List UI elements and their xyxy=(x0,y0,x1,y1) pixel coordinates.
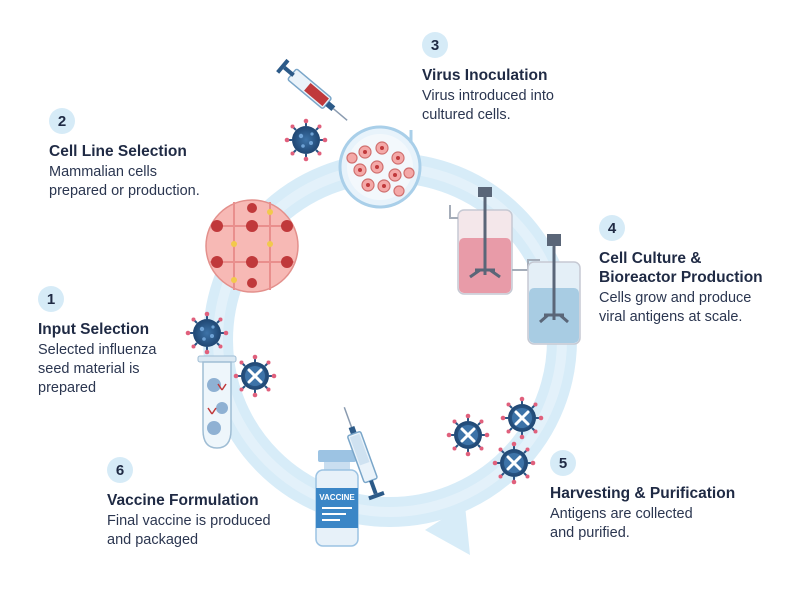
virus-icon xyxy=(283,117,329,163)
petri-dish-icon xyxy=(338,125,422,209)
step-description: Selected influenza seed material is prep… xyxy=(38,342,157,396)
test-tube-icon xyxy=(197,355,237,449)
step-5: 5 Harvesting & Purification Antigens are… xyxy=(550,450,735,543)
step-title: Input Selection xyxy=(38,321,150,338)
vaccine-vial-label: VACCINE xyxy=(319,493,355,502)
step-number-badge: 3 xyxy=(422,32,448,58)
step-description: Virus introduced into cultured cells. xyxy=(422,88,554,123)
step-title: Virus Inoculation xyxy=(422,67,548,84)
vaccine-vial-icon: VACCINE xyxy=(315,450,359,547)
step-title: Cell Line Selection xyxy=(49,143,187,160)
step-title: Cell Culture & Bioreactor Production xyxy=(599,250,763,286)
step-description: Cells grow and produce viral antigens at… xyxy=(599,290,752,325)
step-number-badge: 2 xyxy=(49,108,75,134)
vaccine-syringe-icon xyxy=(343,407,385,501)
neutralized-mark-icon xyxy=(243,364,267,388)
step-description: Antigens are collected and purified. xyxy=(550,506,693,541)
cell-tissue-icon xyxy=(205,199,299,293)
step-title: Vaccine Formulation xyxy=(107,492,259,509)
step-number-badge: 6 xyxy=(107,457,133,483)
step-1: 1 Input Selection Selected influenza see… xyxy=(38,286,157,398)
step-number-badge: 1 xyxy=(38,286,64,312)
virus-icon xyxy=(184,310,230,356)
inoculation-syringe-icon xyxy=(276,58,348,121)
step-number-badge: 4 xyxy=(599,215,625,241)
step-3: 3 Virus Inoculation Virus introduced int… xyxy=(422,32,554,125)
step-4: 4 Cell Culture & Bioreactor Production C… xyxy=(599,215,763,327)
step-description: Final vaccine is produced and packaged xyxy=(107,513,271,548)
step-2: 2 Cell Line Selection Mammalian cells pr… xyxy=(49,108,200,201)
step-description: Mammalian cells prepared or production. xyxy=(49,164,200,199)
bioreactor-icon xyxy=(449,187,581,345)
step-number-badge: 5 xyxy=(550,450,576,476)
step-title: Harvesting & Purification xyxy=(550,485,736,502)
step-6: 6 Vaccine Formulation Final vaccine is p… xyxy=(107,457,271,550)
